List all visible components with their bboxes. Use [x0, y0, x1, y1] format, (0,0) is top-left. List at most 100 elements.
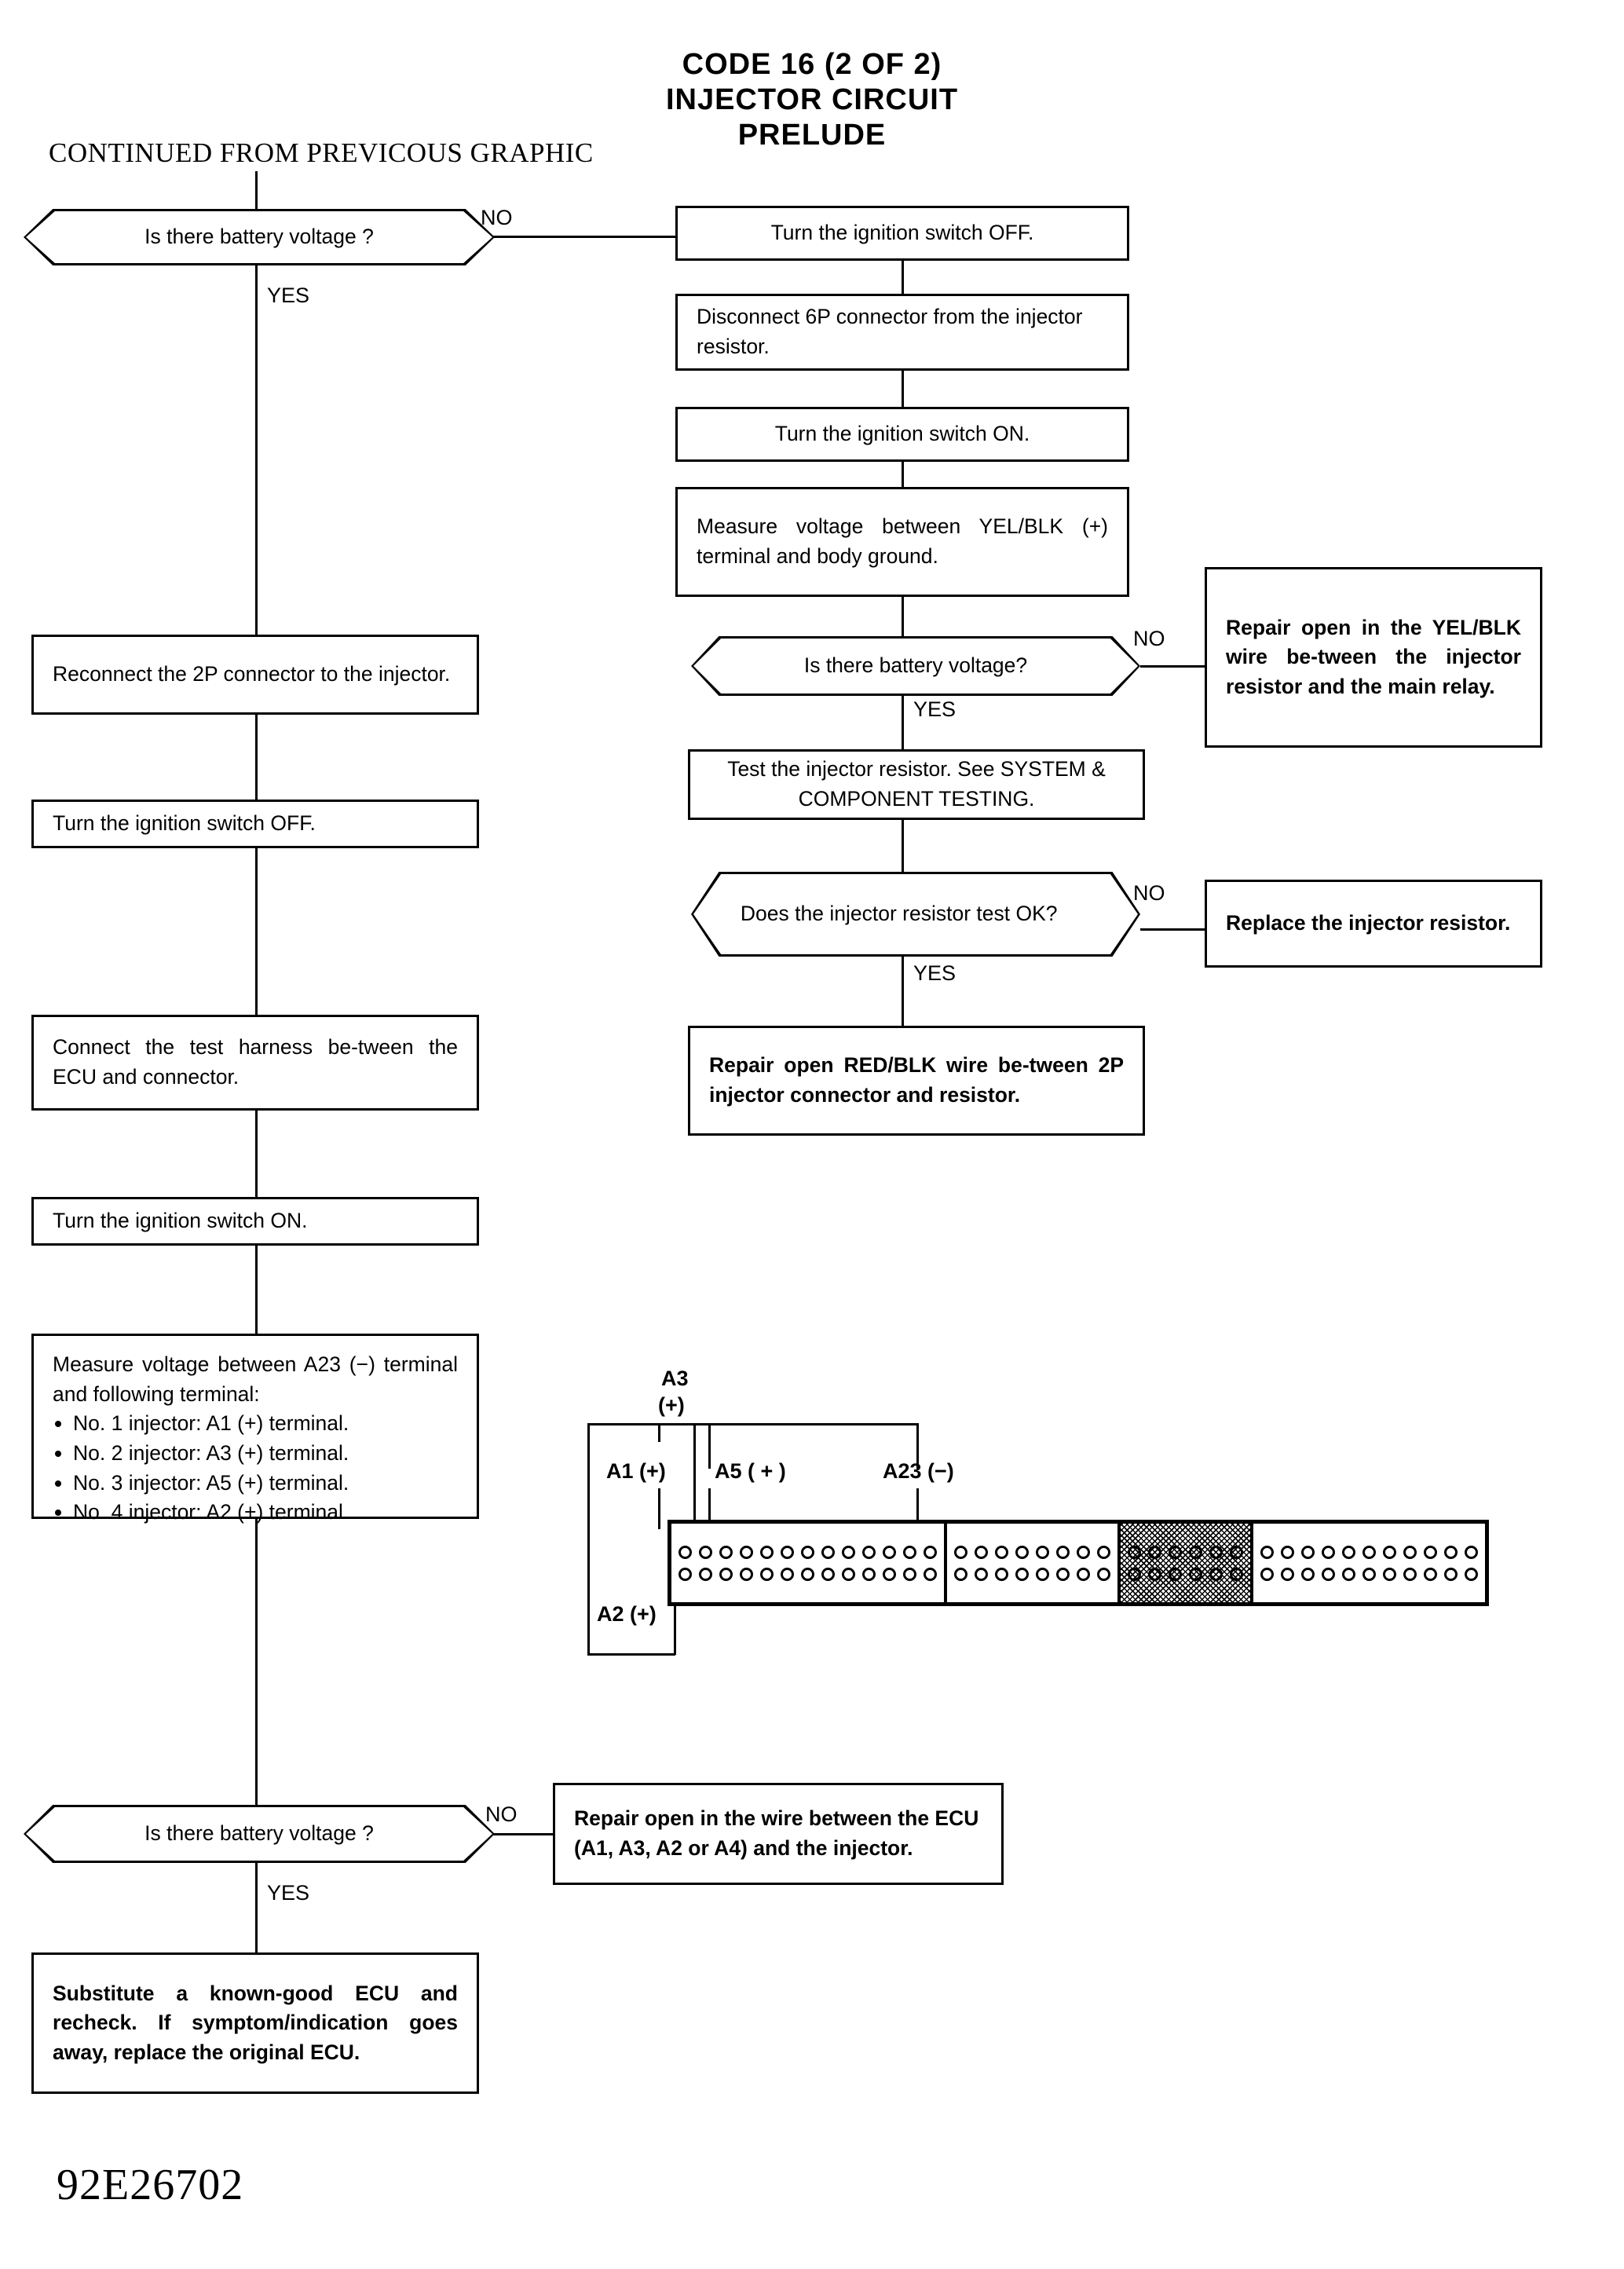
pin: [1281, 1545, 1294, 1559]
step-text: Test the injector resistor. See SYSTEM &…: [727, 757, 1106, 811]
hexagon-fill: [26, 1807, 492, 1861]
branch-label-yes: YES: [267, 1881, 310, 1905]
pin: [954, 1545, 967, 1559]
branch-label-yes: YES: [913, 697, 956, 721]
pin: [821, 1567, 835, 1581]
connector-line: [902, 957, 904, 1026]
title-line-1: CODE 16 (2 OF 2): [682, 48, 942, 81]
connector-segment-3-shaded: [1121, 1524, 1253, 1602]
action-repair-open-ecu-wire: Repair open in the wire between the ECU …: [553, 1783, 1004, 1885]
pin: [699, 1567, 712, 1581]
step-test-injector-resistor: Test the injector resistor. See SYSTEM &…: [688, 749, 1145, 820]
pin-row-top: [1260, 1545, 1478, 1559]
decision-injector-resistor-ok: Does the injector resistor test OK?: [691, 872, 1140, 957]
pin: [954, 1567, 967, 1581]
pin: [842, 1567, 855, 1581]
step-reconnect-2p-connector: Reconnect the 2P connector to the inject…: [31, 635, 479, 715]
step-text: Reconnect the 2P connector to the inject…: [53, 662, 451, 686]
decision-battery-voltage-right: Is there battery voltage?: [691, 636, 1140, 696]
pin: [1301, 1545, 1315, 1559]
connector-line: [708, 1423, 711, 1469]
pin: [1322, 1545, 1335, 1559]
pin: [1128, 1545, 1141, 1559]
pin: [1097, 1567, 1110, 1581]
pin: [760, 1567, 774, 1581]
branch-label-no: NO: [485, 1802, 518, 1826]
pin: [1209, 1567, 1223, 1581]
pin: [1465, 1567, 1478, 1581]
action-text: Substitute a known-good ECU and recheck.…: [53, 1981, 458, 2064]
pin-row-bottom: [678, 1567, 937, 1581]
step-text: Disconnect 6P connector from the injecto…: [697, 305, 1083, 358]
list-item: No. 4 injector: A2 (+) terminal.: [73, 1498, 458, 1528]
decision-battery-voltage-top: Is there battery voltage ?: [24, 209, 495, 265]
connector-line: [902, 597, 904, 636]
pin: [1015, 1545, 1029, 1559]
pin: [1056, 1545, 1070, 1559]
terminal-label-a2: A2 (+): [597, 1602, 657, 1626]
pin: [1036, 1545, 1049, 1559]
pin: [1383, 1567, 1396, 1581]
branch-label-no: NO: [1133, 627, 1165, 650]
action-text: Replace the injector resistor.: [1226, 911, 1511, 935]
pin: [1169, 1545, 1182, 1559]
connector-line: [708, 1488, 711, 1529]
connector-line: [587, 1653, 675, 1656]
connector-line: [902, 261, 904, 294]
pin: [719, 1567, 733, 1581]
connector-line: [255, 1863, 258, 1952]
step-ignition-on-left: Turn the ignition switch ON.: [31, 1197, 479, 1246]
connector-line: [902, 371, 904, 407]
action-replace-injector-resistor: Replace the injector resistor.: [1205, 880, 1542, 968]
pin: [1148, 1545, 1161, 1559]
pin: [1281, 1567, 1294, 1581]
connector-line: [693, 1423, 696, 1520]
pin: [1260, 1567, 1274, 1581]
step-text: Connect the test harness be-tween the EC…: [53, 1035, 458, 1089]
connector-line: [493, 236, 675, 238]
list-item: No. 1 injector: A1 (+) terminal.: [73, 1409, 458, 1439]
pin-row-top: [1128, 1545, 1243, 1559]
pin-row-bottom: [1128, 1567, 1243, 1581]
pin: [975, 1567, 988, 1581]
pin: [1230, 1567, 1243, 1581]
connector-line: [902, 462, 904, 487]
pin: [1322, 1567, 1335, 1581]
step-measure-yel-blk: Measure voltage between YEL/BLK (+) term…: [675, 487, 1129, 597]
pin: [995, 1545, 1008, 1559]
pin: [821, 1545, 835, 1559]
pin: [781, 1545, 794, 1559]
hexagon-fill: [26, 211, 492, 263]
pin: [801, 1567, 814, 1581]
pin: [1260, 1545, 1274, 1559]
pin: [883, 1567, 896, 1581]
pin: [1444, 1545, 1458, 1559]
pin: [1465, 1545, 1478, 1559]
pin: [1148, 1567, 1161, 1581]
connector-line: [255, 171, 258, 209]
measure-a23-heading: Measure voltage between A23 (−) terminal…: [53, 1352, 458, 1406]
pin: [678, 1567, 692, 1581]
connector-line: [1140, 928, 1205, 931]
connector-line: [658, 1488, 660, 1529]
pin: [1189, 1567, 1202, 1581]
connector-line: [902, 696, 904, 749]
page-title: CODE 16 (2 OF 2) INJECTOR CIRCUIT PRELUD…: [0, 47, 1624, 152]
pin: [1056, 1567, 1070, 1581]
page-code: 92E26702: [57, 2161, 244, 2209]
list-item: No. 3 injector: A5 (+) terminal.: [73, 1469, 458, 1499]
connector-line: [902, 820, 904, 872]
decision-text: Is there battery voltage?: [803, 653, 1028, 678]
decision-text: Is there battery voltage ?: [144, 1821, 374, 1846]
step-text: Turn the ignition switch ON.: [774, 422, 1030, 446]
pin: [801, 1545, 814, 1559]
pin: [740, 1545, 753, 1559]
connector-segment-1: [671, 1524, 947, 1602]
pin: [1189, 1545, 1202, 1559]
pin: [1403, 1567, 1417, 1581]
step-ignition-on-right: Turn the ignition switch ON.: [675, 407, 1129, 462]
pin: [1077, 1545, 1090, 1559]
pin: [1169, 1567, 1182, 1581]
step-ignition-off-right: Turn the ignition switch OFF.: [675, 206, 1129, 261]
title-line-2: INJECTOR CIRCUIT: [665, 82, 959, 116]
